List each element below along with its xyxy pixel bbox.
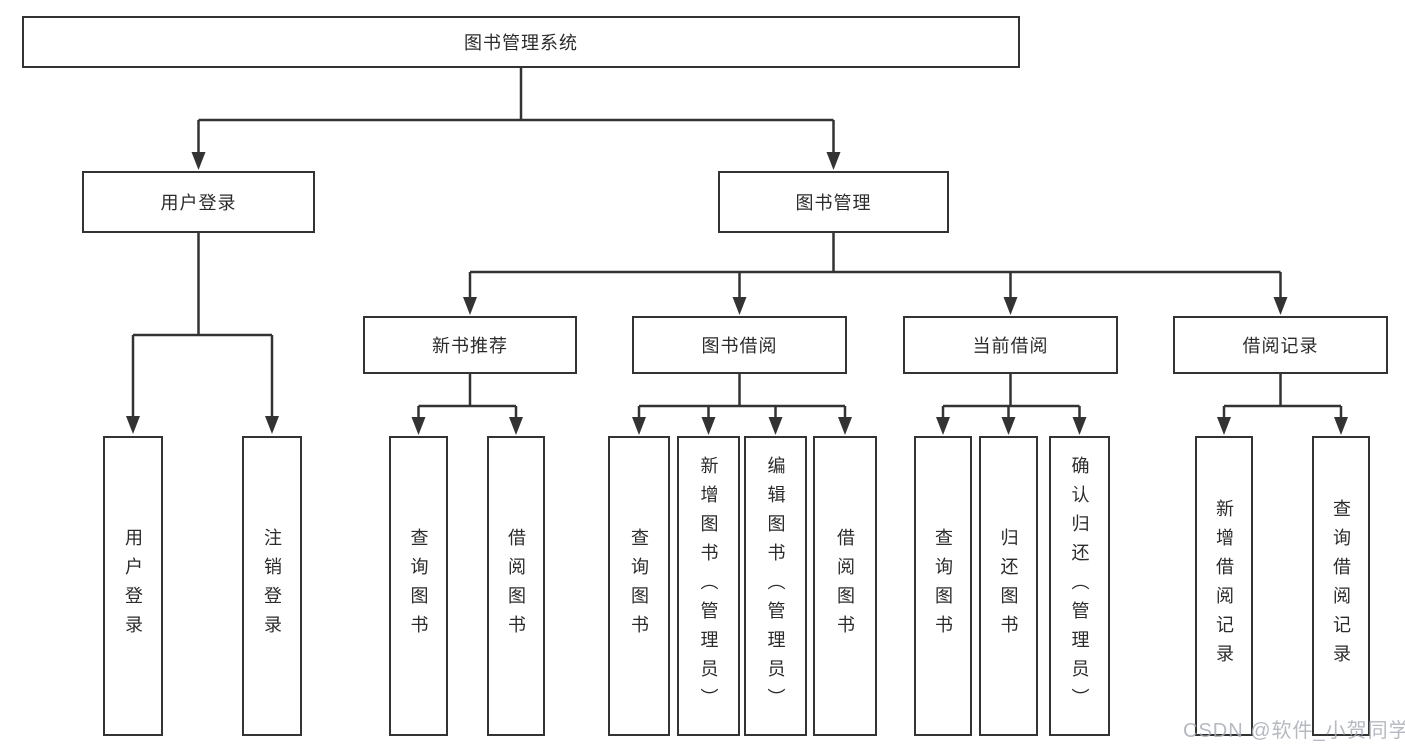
leaf-borrow-books-1: 借阅图书 [487,436,545,736]
node-label: 用户登录 [160,193,237,213]
node-label: 图书借阅 [701,336,778,356]
leaf-query-books-1: 查询图书 [389,436,448,736]
node-label: 查询图书 [408,528,429,644]
node-label: 查询图书 [629,528,649,644]
node-current-borrowing: 当前借阅 [903,316,1118,374]
node-label: 查询借阅记录 [1331,499,1351,673]
leaf-confirm-return-admin: 确认归还（管理员） [1049,436,1110,736]
node-label: 图书管理 [795,193,872,213]
node-label: 新增图书（管理员） [698,455,719,717]
node-label: 新书推荐 [432,336,508,356]
node-label: 编辑图书（管理员） [765,455,786,717]
leaf-query-books-2: 查询图书 [608,436,670,736]
leaf-add-books-admin: 新增图书（管理员） [677,436,740,736]
node-label: 借阅图书 [835,528,855,644]
node-label: 新增借阅记录 [1214,499,1234,673]
node-label: 用户登录 [123,528,143,644]
node-label: 借阅记录 [1242,336,1319,356]
node-label: 借阅图书 [506,528,526,644]
node-borrowing-records: 借阅记录 [1173,316,1388,374]
node-user-login-branch: 用户登录 [82,171,315,233]
node-label: 当前借阅 [972,336,1049,356]
leaf-borrow-books-2: 借阅图书 [813,436,877,736]
node-label: 归还图书 [998,528,1019,644]
leaf-edit-books-admin: 编辑图书（管理员） [744,436,807,736]
leaf-add-borrow-record: 新增借阅记录 [1195,436,1253,736]
leaf-query-borrow-record: 查询借阅记录 [1312,436,1370,736]
node-label: 确认归还（管理员） [1069,455,1090,717]
csdn-watermark: CSDN @软件_小贺同学 [1183,720,1405,742]
leaf-user-login: 用户登录 [103,436,163,736]
leaf-return-books: 归还图书 [979,436,1038,736]
node-book-borrowing: 图书借阅 [632,316,847,374]
node-label: 图书管理系统 [464,33,578,53]
leaf-logout: 注销登录 [242,436,302,736]
node-library-management-system: 图书管理系统 [22,16,1020,68]
node-label: 查询图书 [933,528,953,644]
node-new-book-recommendation: 新书推荐 [363,316,577,374]
leaf-query-books-3: 查询图书 [914,436,972,736]
node-book-management-branch: 图书管理 [718,171,949,233]
arrow-down-icons [126,152,1348,435]
node-label: 注销登录 [262,528,282,644]
